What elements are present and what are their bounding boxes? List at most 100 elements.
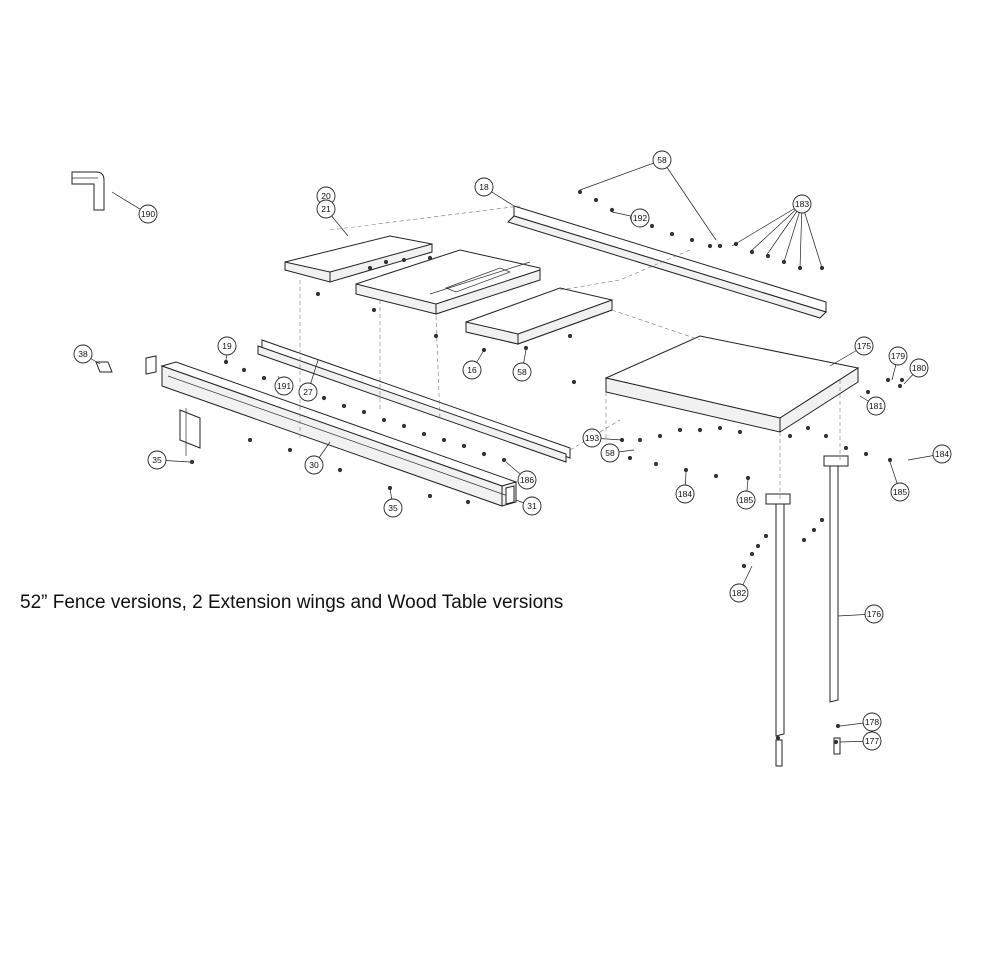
callout-circle (630, 208, 650, 228)
fastener (577, 189, 583, 195)
fastener (683, 467, 689, 473)
callout-circle (138, 204, 158, 224)
callout-label: 30 (309, 460, 319, 470)
fastener (823, 433, 829, 439)
fastener (787, 433, 793, 439)
callout-label: 184 (935, 449, 949, 459)
callout-circle (862, 712, 882, 732)
callout-circle (864, 604, 884, 624)
callout-label: 176 (867, 609, 881, 619)
fastener (713, 473, 719, 479)
fasteners (189, 189, 905, 745)
callout-label: 182 (732, 588, 746, 598)
fastener (441, 437, 447, 443)
fastener (261, 375, 267, 381)
callout-circle (522, 496, 542, 516)
fastener (749, 551, 755, 557)
fastener (697, 427, 703, 433)
fastener (465, 499, 471, 505)
fastener (717, 425, 723, 431)
callout-179: 179 (888, 346, 908, 381)
callout-label: 191 (277, 381, 291, 391)
fastener (801, 537, 807, 543)
fastener (427, 493, 433, 499)
callout-175: 175 (829, 336, 874, 367)
callout-182: 182 (729, 565, 753, 603)
callout-190: 190 (111, 191, 158, 224)
callout-circle (862, 731, 882, 751)
fastener (501, 457, 507, 463)
callout-label: 190 (141, 209, 155, 219)
callout-circle (675, 484, 695, 504)
part-27-front-rail (257, 339, 571, 463)
callout-181: 181 (859, 395, 886, 416)
fastener (247, 437, 253, 443)
callout-label: 35 (152, 455, 162, 465)
callout-58: 58 (512, 349, 532, 382)
fastener (341, 403, 347, 409)
fastener (371, 307, 377, 313)
callout-label: 21 (321, 204, 331, 214)
callout-label: 175 (857, 341, 871, 351)
callout-label: 183 (795, 199, 809, 209)
diagram-caption: 52” Fence versions, 2 Extension wings an… (20, 592, 564, 613)
callout-38: 38 (73, 344, 101, 365)
callout-27: 27 (298, 359, 319, 402)
callout-circle (736, 490, 756, 510)
callout-18: 18 (474, 177, 515, 207)
part-175-wood-table (604, 335, 860, 433)
callout-circle (298, 382, 318, 402)
fastener (887, 457, 893, 463)
callout-label: 58 (517, 367, 527, 377)
fastener (241, 367, 247, 373)
fastener (885, 377, 891, 383)
fastener (593, 197, 599, 203)
callout-leader (799, 203, 803, 269)
callout-circle (600, 443, 620, 463)
callout-circle (512, 362, 532, 382)
callout-circle (316, 199, 336, 219)
callout-label: 27 (303, 387, 313, 397)
callout-184: 184 (907, 444, 952, 464)
callout-186: 186 (505, 461, 537, 490)
assembly-dashed-lines (299, 205, 841, 500)
callout-178: 178 (839, 712, 882, 732)
callout-label: 178 (865, 717, 879, 727)
callout-30: 30 (304, 441, 331, 475)
callout-circle (932, 444, 952, 464)
fastener (383, 259, 389, 265)
callout-label: 179 (891, 351, 905, 361)
fastener (899, 377, 905, 383)
callout-label: 31 (527, 501, 537, 511)
part-190-wrench (71, 171, 105, 211)
fastener (361, 409, 367, 415)
fastener (567, 333, 573, 339)
callout-circle (474, 177, 494, 197)
fastener (707, 243, 713, 249)
fastener (833, 739, 839, 745)
callout-leader (801, 203, 823, 269)
callout-label: 193 (585, 433, 599, 443)
fastener (609, 207, 615, 213)
callout-circle (217, 336, 237, 356)
fastener (627, 455, 633, 461)
part-16-table-right (465, 287, 613, 345)
callout-label: 16 (467, 365, 477, 375)
callout-label: 184 (678, 489, 692, 499)
fastener (523, 345, 529, 351)
callout-circle (147, 450, 167, 470)
fastener (863, 451, 869, 457)
callout-label: 185 (893, 487, 907, 497)
callout-label: 185 (739, 495, 753, 505)
fastener (717, 243, 723, 249)
callout-circle (582, 428, 602, 448)
callout-leader (749, 203, 803, 253)
callout-35: 35 (383, 487, 403, 518)
fastener (287, 447, 293, 453)
fastener (653, 461, 659, 467)
part-20-21-table-left (284, 235, 433, 283)
callout-58: 58 (579, 150, 717, 241)
callout-176: 176 (837, 604, 884, 624)
callout-184: 184 (675, 471, 695, 504)
fastener (755, 543, 761, 549)
